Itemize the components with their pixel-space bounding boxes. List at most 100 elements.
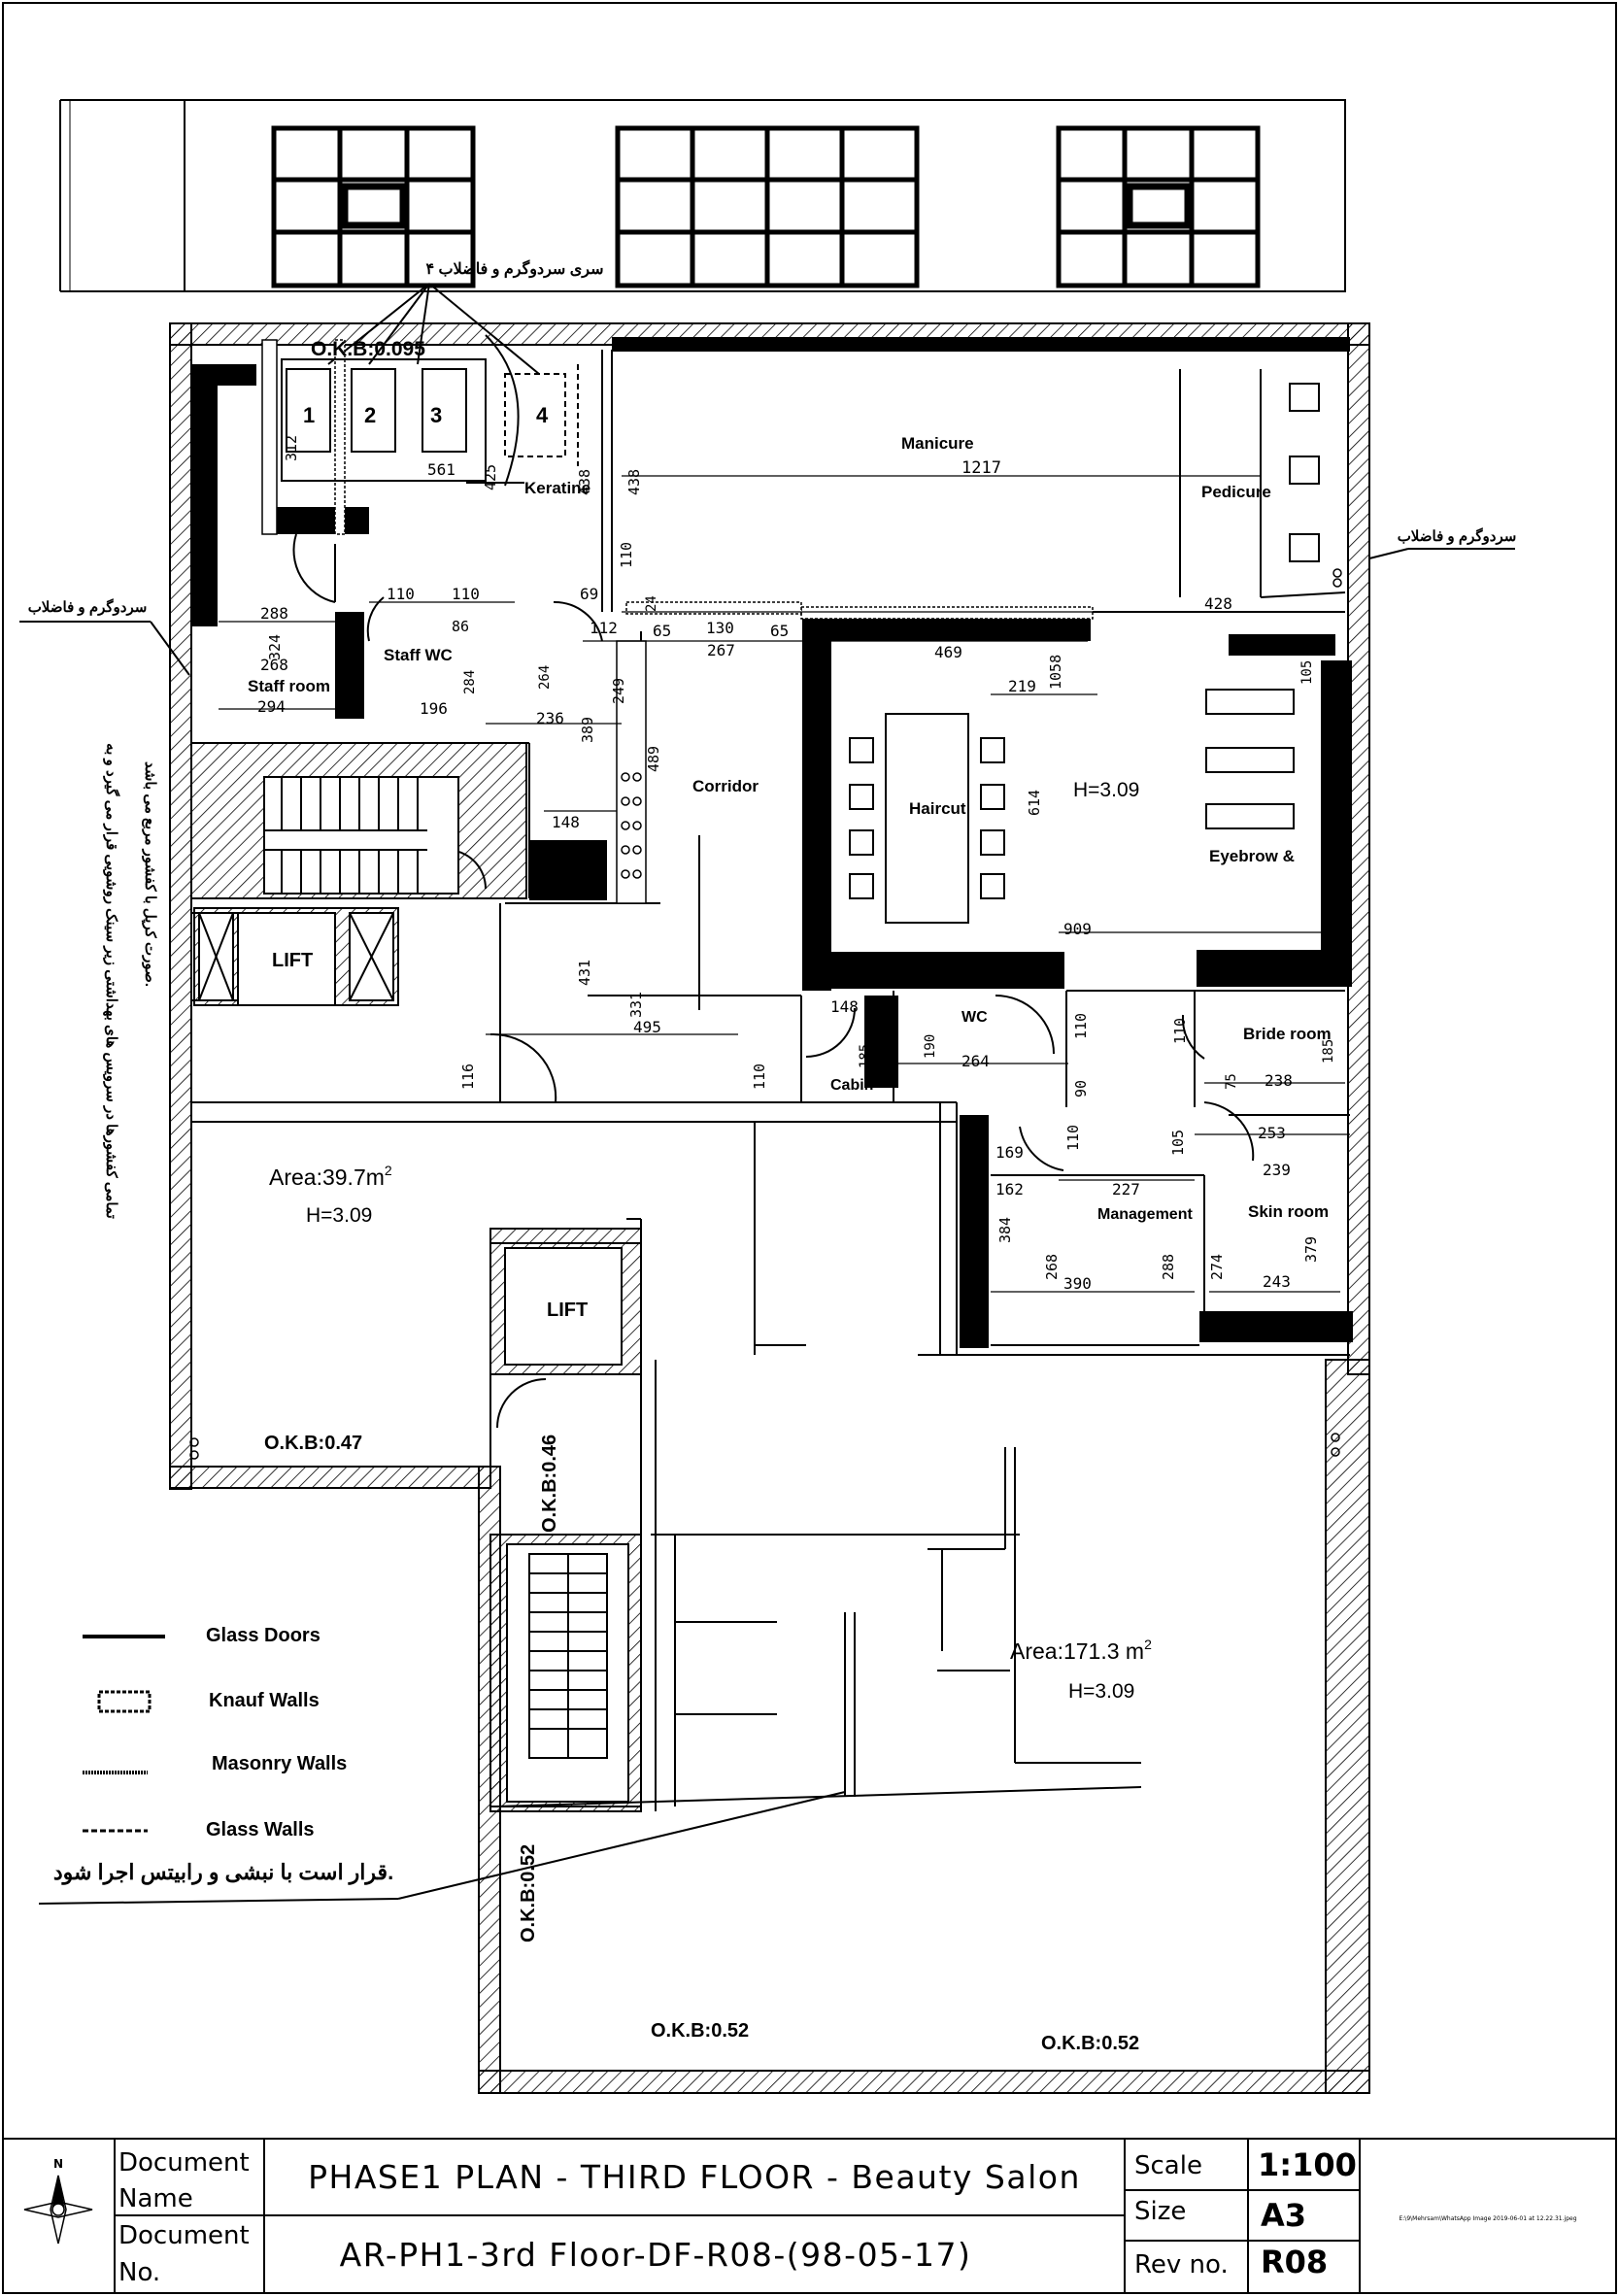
- dim-90: 90: [1072, 1080, 1090, 1097]
- dim-130: 130: [706, 619, 734, 637]
- legend-glass-walls: Glass Walls: [206, 1819, 315, 1840]
- dim-312: 312: [283, 435, 300, 461]
- dim-214: 214: [339, 683, 356, 709]
- dim-105b: 105: [1169, 1130, 1187, 1156]
- room-pedicure: Pedicure: [1201, 483, 1271, 501]
- elevation-window-3: [1056, 125, 1261, 288]
- dim-561: 561: [427, 460, 455, 479]
- right-note-leader: [1368, 548, 1409, 559]
- station-3: 3: [430, 403, 442, 427]
- dim-1058: 1058: [1047, 655, 1064, 690]
- room-manicure: Manicure: [901, 434, 974, 453]
- dim-489: 489: [645, 746, 662, 772]
- door-swings: [292, 533, 1255, 1429]
- dim-86: 86: [452, 618, 469, 635]
- dim-148a: 148: [552, 813, 580, 831]
- vertical-note-1: تمامی کفشورها در سرویس های بهداشتی زیر س…: [103, 743, 120, 1219]
- doc-no-label-2: No.: [118, 2258, 160, 2287]
- room-cabinet: Cabin: [830, 1077, 873, 1094]
- dim-390: 390: [1063, 1274, 1092, 1293]
- dimension-lines: [219, 475, 1350, 1293]
- dim-1217: 1217: [961, 458, 1001, 478]
- station-2: 2: [364, 403, 376, 427]
- legend: Glass Doors Knauf Walls Masonry Walls Gl…: [83, 1625, 347, 1840]
- dim-389: 389: [579, 717, 596, 743]
- dim-495: 495: [633, 1018, 661, 1036]
- okb-area1: O.K.B:0.47: [264, 1433, 362, 1454]
- room-keratine: Keratine: [524, 479, 590, 497]
- dim-438a: 438: [576, 469, 593, 495]
- masonry-walls: [190, 337, 1353, 1348]
- area-1: Area:39.7m2: [269, 1163, 392, 1190]
- elevation-window-1: [271, 125, 476, 288]
- dim-105a: 105: [1299, 660, 1315, 685]
- dim-909: 909: [1063, 920, 1092, 938]
- legend-masonry-walls: Masonry Walls: [212, 1753, 347, 1774]
- bottom-note: قرار است با نبشی و رابیتس اجرا شود.: [53, 1860, 393, 1885]
- haircut-furniture: [849, 713, 1005, 924]
- dim-268: 268: [260, 656, 288, 674]
- dim-288: 288: [260, 604, 288, 623]
- document-name: PHASE1 PLAN - THIRD FLOOR - Beauty Salon: [308, 2158, 1081, 2196]
- dim-110b: 110: [387, 585, 415, 603]
- dim-438b: 438: [625, 469, 643, 495]
- haircut-height: H=3.09: [1073, 779, 1139, 801]
- dim-324: 324: [266, 634, 284, 660]
- dim-69: 69: [580, 585, 598, 603]
- elevation: [59, 99, 1346, 292]
- dim-267: 267: [707, 641, 735, 659]
- dim-384: 384: [996, 1217, 1014, 1243]
- title-block: [2, 2138, 1617, 2294]
- dim-148b: 148: [830, 997, 859, 1016]
- elevation-window-2: [615, 125, 920, 288]
- dim-288b: 288: [1160, 1254, 1177, 1280]
- dim-185a: 185: [858, 1044, 873, 1068]
- dim-75: 75: [1224, 1073, 1239, 1090]
- okb-stair: O.K.B:0.46: [539, 1435, 560, 1533]
- dim-379: 379: [1302, 1236, 1320, 1263]
- dim-65b: 65: [770, 622, 789, 640]
- dim-614: 614: [1026, 790, 1043, 816]
- okb-top: O.K.B:0.095: [311, 338, 425, 360]
- keratine-stations: [281, 334, 579, 487]
- room-bride: Bride room: [1243, 1025, 1332, 1043]
- knauf-walls: [261, 339, 1094, 904]
- room-corridor: Corridor: [692, 777, 759, 795]
- dim-238: 238: [1265, 1071, 1293, 1090]
- dim-268b: 268: [1043, 1254, 1061, 1280]
- okb-bottom-right: O.K.B:0.52: [1041, 2033, 1139, 2054]
- legend-glass-doors: Glass Doors: [206, 1625, 320, 1646]
- left-note: سردوگرم و فاضلاب: [28, 598, 148, 616]
- lift-label-2: LIFT: [547, 1300, 588, 1321]
- area-2: Area:171.3 m2: [1010, 1637, 1152, 1664]
- bottom-note-leader-2: [397, 1791, 846, 1900]
- room-skin: Skin room: [1248, 1202, 1329, 1221]
- dim-110c: 110: [452, 585, 480, 603]
- dim-196: 196: [420, 699, 448, 718]
- lift-label-1: LIFT: [272, 950, 313, 971]
- rev-label: Rev no.: [1134, 2250, 1229, 2279]
- dim-239: 239: [1263, 1161, 1291, 1179]
- north-arrow-icon: [23, 2175, 93, 2245]
- elevation-note: ۴ سری سردوگرم و فاضلاب: [425, 259, 603, 279]
- knauf-wall-dots: [189, 568, 1342, 1460]
- dim-169: 169: [995, 1143, 1024, 1162]
- room-staff-room: Staff room: [248, 677, 330, 695]
- size-label: Size: [1134, 2197, 1186, 2226]
- dim-469: 469: [934, 643, 962, 661]
- eyebrow-stations: [1205, 689, 1295, 829]
- station-4: 4: [536, 403, 549, 427]
- document-number: AR-PH1-3rd Floor-DF-R08-(98-05-17): [340, 2236, 972, 2274]
- area-2-height: H=3.09: [1068, 1680, 1134, 1703]
- dim-185b: 185: [1321, 1039, 1336, 1064]
- pedicure-chairs: [1289, 383, 1320, 562]
- dim-243: 243: [1263, 1272, 1291, 1291]
- dim-65a: 65: [653, 622, 671, 640]
- rev-value: R08: [1261, 2244, 1328, 2280]
- dim-110f: 110: [1171, 1018, 1189, 1044]
- room-eyebrow: Eyebrow &: [1209, 847, 1295, 865]
- file-reference: E:\9\Mehrsam\WhatsApp Image 2019-06-01 a…: [1399, 2215, 1576, 2222]
- doc-name-label-2: Name: [118, 2184, 193, 2213]
- left-note-leader-2: [150, 621, 190, 676]
